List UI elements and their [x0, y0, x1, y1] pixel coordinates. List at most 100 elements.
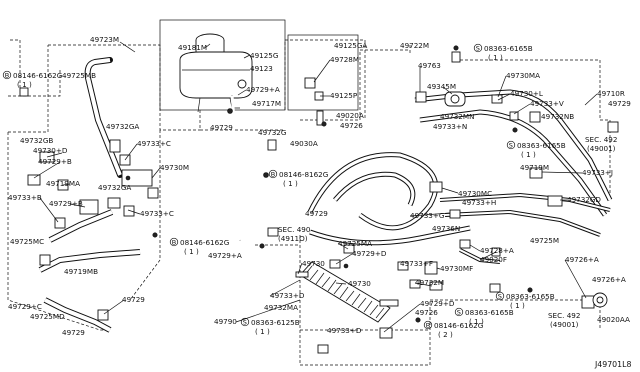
leader-lines — [33, 41, 598, 333]
label-49733C-2: 49733+C — [140, 209, 174, 218]
callout-c9-prefix: B — [426, 322, 430, 330]
callout-c6-code: 08363-6165B — [506, 292, 555, 301]
label-49181M: 49181M — [178, 43, 207, 52]
callout-c6-qty: ( 1 ) — [510, 301, 525, 310]
hoses — [38, 57, 613, 333]
label-49729B: 49729+B — [38, 157, 72, 166]
label-49030A: 49030A — [290, 139, 318, 148]
label-49733B: 49733+B — [8, 193, 42, 202]
label-49729-top: 49729 — [210, 123, 233, 132]
label-49732NB: 49732NB — [541, 112, 574, 121]
callout-c5: S 08363-6165B ( 1 ) — [506, 140, 566, 159]
label-49729C: 49729+C — [8, 302, 42, 311]
label-49729-r: 49729 — [608, 99, 631, 108]
callout-c4-qty: ( 1 ) — [488, 53, 503, 62]
callout-c9-qty: ( 2 ) — [438, 330, 453, 339]
label-49717M: 49717M — [252, 99, 281, 108]
label-49730MA: 49730MA — [506, 71, 540, 80]
label-49725MA: 49725MA — [338, 239, 372, 248]
label-49020A: 49020A — [336, 111, 364, 120]
label-49725MB: 49725MB — [62, 71, 96, 80]
callout-c3: B 08146-6162G ( 1 ) — [169, 237, 229, 256]
label-49345M: 49345M — [427, 82, 456, 91]
callout-c3-qty: ( 1 ) — [184, 247, 199, 256]
callout-c7-qty: ( 1 ) — [469, 317, 484, 326]
label-49732GB: 49732GB — [20, 136, 53, 145]
label-49725M-r: 49725M — [530, 236, 559, 245]
label-49723M: 49723M — [90, 35, 119, 44]
label-49730D: 49730+D — [33, 146, 68, 155]
reservoir-tank — [179, 33, 253, 113]
section-492a-title: SEC. 492 — [585, 135, 617, 144]
label-49726A: 49726+A — [565, 255, 599, 264]
section-references: SEC. 490 (4911O) SEC. 492 (49001) SEC. 4… — [278, 135, 617, 329]
callout-c3-prefix: B — [172, 239, 176, 247]
label-49729-mid: 49729 — [305, 209, 328, 218]
callout-c3-code: 08146-6162G — [180, 238, 229, 247]
section-492a-ref: (49001) — [587, 144, 616, 153]
label-49732GA: 49732GA — [106, 122, 139, 131]
callout-c7-code: 08363-6165B — [465, 308, 514, 317]
callout-c1-qty: ( 1 ) — [17, 80, 32, 89]
callout-c7: S 08363-6165B ( 1 ) — [454, 307, 514, 326]
label-49729B-2: 49729+B — [49, 199, 83, 208]
callout-c7-prefix: S — [457, 309, 461, 317]
label-49726A-b: 49726+A — [592, 275, 626, 284]
callout-c4: S 08363-6165B ( 1 ) — [473, 43, 533, 62]
label-49125G: 49125G — [250, 51, 278, 60]
callout-c8-qty: ( 1 ) — [255, 327, 270, 336]
label-49730M: 49730M — [160, 163, 189, 172]
label-49725MC: 49725MC — [10, 237, 44, 246]
callout-c5-prefix: S — [509, 142, 513, 150]
diagram-code: J49701L8 — [594, 360, 631, 369]
callout-c8-prefix: S — [243, 319, 247, 327]
small-parts — [19, 45, 619, 354]
label-49725MD: 49725MD — [30, 312, 65, 321]
callout-c9: B 08146-6162G ( 2 ) — [423, 320, 483, 339]
callout-c8: S 08363-6125B ( 1 ) — [240, 317, 300, 336]
label-49125P: 49125P — [330, 91, 358, 100]
callout-c1: B 08146-6162G ( 1 ) — [2, 70, 62, 89]
section-492b-title: SEC. 492 — [548, 311, 580, 320]
callout-c5-qty: ( 1 ) — [521, 150, 536, 159]
label-49730L: 49730+L — [510, 89, 543, 98]
label-49729D-mid: 49729+D — [352, 249, 387, 258]
label-49733F: 49733+F — [400, 259, 433, 268]
bracket-box — [287, 34, 359, 111]
label-49732M: 49732M — [415, 278, 444, 287]
label-49733G: 49733+G — [410, 211, 444, 220]
label-49733N: 49733+N — [433, 122, 467, 131]
label-49710R: 49710R — [597, 89, 625, 98]
label-49733D: 49733+D — [270, 291, 305, 300]
oil-cooler — [295, 261, 399, 323]
label-49730MF: 49730MF — [440, 264, 473, 273]
label-49732MN: 49732MN — [440, 112, 474, 121]
label-49719M: 49719M — [520, 163, 549, 172]
callout-c4-code: 08363-6165B — [484, 44, 533, 53]
section-490-title: SEC. 490 — [278, 225, 311, 234]
section-492b-ref: (49001) — [550, 320, 579, 329]
label-49790: 49790 — [214, 317, 237, 326]
label-49728A: 49728+A — [480, 246, 514, 255]
label-49719MA: 49719MA — [46, 179, 80, 188]
label-49719MB: 49719MB — [64, 267, 98, 276]
callout-c9-code: 08146-6162G — [434, 321, 483, 330]
callout-c5-code: 08363-6165B — [517, 141, 566, 150]
label-49732GD: 49732GD — [567, 195, 601, 204]
label-49730-mid: 49730 — [302, 259, 325, 268]
label-49732MA: 49732MA — [264, 303, 298, 312]
callout-c6-prefix: S — [498, 293, 502, 301]
callout-c6: S 08363-6165B ( 1 ) — [495, 291, 555, 310]
label-49726-b: 49726 — [415, 308, 438, 317]
label-49733D-b: 49733+D — [327, 326, 362, 335]
label-49732G: 49732G — [258, 128, 286, 137]
callout-c2-qty: ( 1 ) — [283, 179, 298, 188]
label-49123: 49123 — [250, 64, 273, 73]
callout-c2-code: 08146-8162G — [279, 170, 328, 179]
callout-c8-code: 08363-6125B — [251, 318, 300, 327]
label-49730MC: 49730MC — [458, 189, 492, 198]
label-49722M: 49722M — [400, 41, 429, 50]
label-49763: 49763 — [418, 61, 441, 70]
callout-c4-prefix: S — [476, 45, 480, 53]
label-49736N: 49736N — [432, 224, 460, 233]
